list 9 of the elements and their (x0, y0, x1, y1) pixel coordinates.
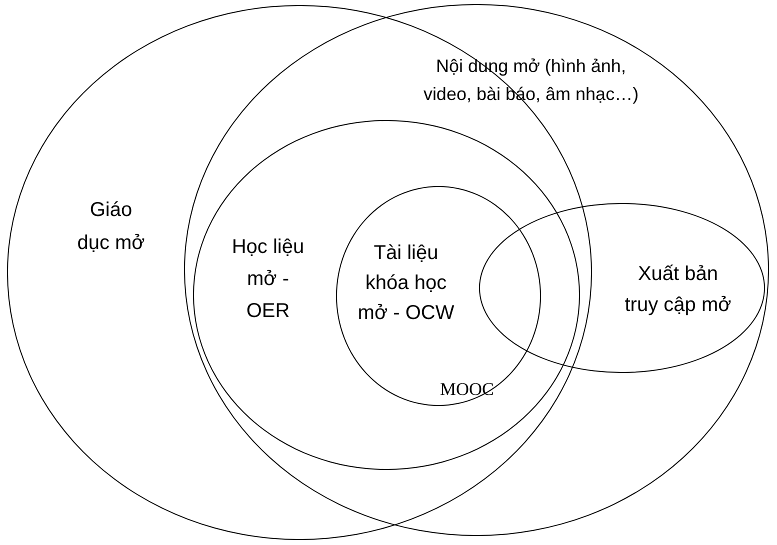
set-label: Giáo dục mở (76, 198, 146, 256)
set-label: Học liệu mở - OER (230, 235, 306, 324)
venn-ellipse (184, 4, 769, 536)
venn-ellipse (193, 120, 580, 470)
venn-ellipse (336, 186, 541, 406)
set-label: Tài liệu khóa học mở - OCW (356, 241, 456, 326)
set-label: Xuất bản truy cập mở (624, 262, 732, 318)
venn-ellipse (479, 203, 765, 373)
region-label: MOOC (440, 379, 494, 400)
